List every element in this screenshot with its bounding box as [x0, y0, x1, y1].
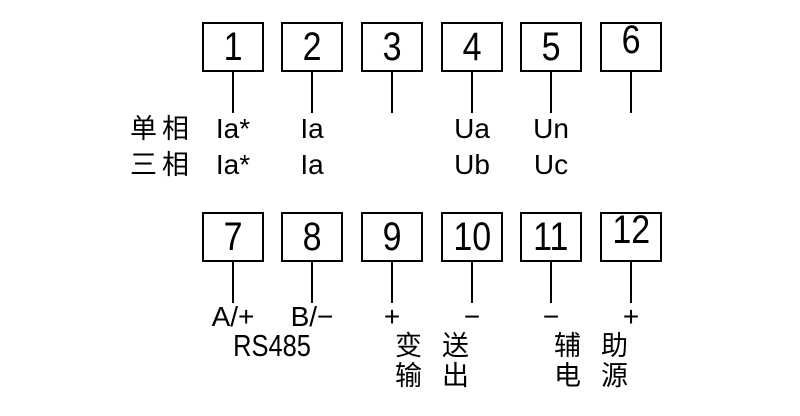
- polarity-label-t7: A/+: [211, 301, 255, 332]
- terminal-box-6: 6: [600, 18, 662, 72]
- three-phase-label-t2: Ia: [300, 149, 324, 180]
- wire-terminal-3: [391, 72, 393, 113]
- row-header-three-phase: 三相: [130, 150, 194, 180]
- terminal-number-10: 10: [453, 215, 491, 259]
- wire-terminal-1: [232, 72, 234, 113]
- terminal-number-1: 1: [223, 25, 243, 69]
- single-phase-label-t4: Ua: [454, 113, 490, 144]
- terminal-number-9: 9: [382, 215, 402, 259]
- group-label-power: 电源: [554, 361, 648, 391]
- terminal-box-8: 8: [281, 212, 343, 262]
- terminal-box-7: 7: [202, 212, 264, 262]
- single-phase-label-t5: Un: [533, 113, 569, 144]
- terminal-number-6: 6: [621, 18, 641, 62]
- wire-terminal-6: [630, 72, 632, 113]
- terminal-box-1: 1: [202, 22, 264, 72]
- row-header-single-phase: 单相: [130, 114, 194, 144]
- polarity-label-t9: +: [383, 301, 401, 332]
- group-label-output: 输出: [395, 361, 489, 391]
- wire-terminal-8: [311, 262, 313, 303]
- group-label-rs485: RS485: [233, 328, 311, 363]
- terminal-box-12: 12: [600, 208, 662, 262]
- wire-terminal-11: [550, 262, 552, 303]
- terminal-box-9: 9: [361, 212, 423, 262]
- wire-terminal-2: [311, 72, 313, 113]
- terminal-number-3: 3: [382, 25, 402, 69]
- terminal-number-8: 8: [302, 215, 322, 259]
- terminal-box-2: 2: [281, 22, 343, 72]
- three-phase-label-t4: Ub: [454, 149, 490, 180]
- terminal-box-11: 11: [520, 212, 582, 262]
- wire-terminal-5: [550, 72, 552, 113]
- group-label-transmit: 变送: [395, 331, 489, 361]
- terminal-number-2: 2: [302, 25, 322, 69]
- terminal-number-5: 5: [541, 25, 561, 69]
- wire-terminal-12: [630, 262, 632, 303]
- terminal-number-4: 4: [462, 25, 482, 69]
- wire-terminal-7: [232, 262, 234, 303]
- wire-terminal-4: [471, 72, 473, 113]
- three-phase-label-t1: Ia*: [215, 149, 251, 180]
- polarity-label-t11: −: [542, 301, 560, 332]
- polarity-label-t12: +: [622, 301, 640, 332]
- terminal-box-5: 5: [520, 22, 582, 72]
- polarity-label-t8: B/−: [290, 301, 334, 332]
- group-label-auxiliary: 辅助: [554, 331, 648, 361]
- single-phase-label-t1: Ia*: [215, 113, 251, 144]
- terminal-number-12: 12: [612, 208, 650, 252]
- terminal-number-7: 7: [223, 215, 243, 259]
- single-phase-label-t2: Ia: [300, 113, 324, 144]
- terminal-box-3: 3: [361, 22, 423, 72]
- terminal-box-4: 4: [441, 22, 503, 72]
- terminal-number-11: 11: [533, 215, 569, 259]
- wire-terminal-10: [471, 262, 473, 303]
- polarity-label-t10: −: [463, 301, 481, 332]
- wire-terminal-9: [391, 262, 393, 303]
- terminal-box-10: 10: [441, 212, 503, 262]
- three-phase-label-t5: Uc: [533, 149, 569, 180]
